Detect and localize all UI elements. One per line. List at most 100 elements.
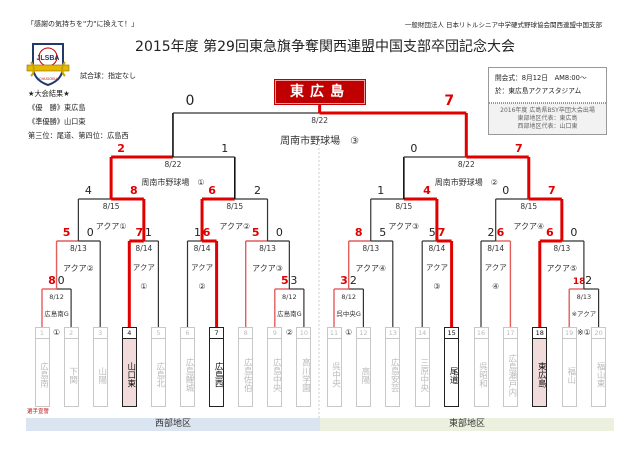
match-score: 5 — [379, 226, 386, 239]
results-champion: 《優 勝》東広島 — [28, 103, 86, 112]
team-name: 広島北 — [154, 362, 165, 388]
match-date: 8/13 — [259, 244, 276, 253]
match-venue: ② — [286, 328, 293, 337]
match-venue: ① — [140, 282, 147, 291]
team-slot: 17 広島瀬戸内 — [502, 327, 518, 407]
match-score: 7 — [515, 142, 523, 155]
match-score: 7 — [444, 93, 454, 109]
match-venue: アクア④ — [513, 222, 544, 231]
match-score: 6 — [203, 226, 211, 239]
team-name: 広島安芸 — [389, 358, 400, 392]
results-third-fourth: 第三位：尾道、第四位：広島西 — [28, 131, 129, 140]
team-number: 20 — [592, 328, 606, 339]
team-name: 呉中央 — [330, 362, 341, 388]
team-name: 呉昭和 — [477, 362, 488, 388]
team-name: 山口東 — [125, 362, 136, 388]
match-score: 5 — [252, 226, 260, 239]
team-number: 16 — [474, 328, 488, 339]
team-name: 尾道 — [448, 366, 459, 384]
ceremony-venue: 於：東広島アクアスタジアム — [495, 87, 582, 95]
organization-name: 一般財団法人 日本リトルシニア中学硬式野球協会関西連盟中国支部 — [404, 21, 602, 29]
event-info-box: 開会式：8月12日 AM8:00～ 於：東広島アクアスタジアム 2016年度 広… — [488, 67, 607, 135]
team-name: 下関 — [67, 366, 78, 384]
match-score: 7 — [438, 226, 446, 239]
team-name: 広島佐伯 — [242, 358, 253, 392]
match-score: 6 — [208, 184, 216, 197]
match-venue: 周南市野球場 ① — [141, 177, 204, 187]
team-slot: 3 山陽 — [92, 327, 108, 407]
match-venue: アクア — [485, 263, 507, 272]
match-date: 8/22 — [165, 160, 182, 169]
match-venue: ① — [345, 328, 352, 337]
match-date: 8/15 — [103, 202, 120, 211]
match-venue: ① — [53, 328, 60, 337]
match-score: 5 — [63, 226, 71, 239]
results-heading: ★大会結果★ — [28, 89, 70, 98]
match-score: 6 — [546, 226, 554, 239]
match-date: 8/13 — [577, 293, 592, 301]
team-number: 17 — [503, 328, 517, 339]
match-venue: ③ — [433, 282, 440, 291]
team-name: 広島中央 — [271, 358, 282, 392]
team-number: 2 — [64, 328, 78, 339]
team-number: 4 — [122, 328, 136, 339]
team-number: 8 — [239, 328, 253, 339]
ball-note: 試合球：指定なし — [80, 72, 136, 80]
match-venue: 周南市野球場 ③ — [280, 134, 359, 147]
match-date: 8/14 — [135, 244, 152, 253]
match-score: 18 — [573, 277, 586, 287]
team-name: 広島瀬戸内 — [506, 353, 517, 397]
match-venue: 広島南G — [44, 309, 69, 318]
team-slot: 4 山口東 — [121, 327, 137, 407]
match-date: 8/14 — [487, 244, 504, 253]
team-name: 広島鯉城 — [184, 358, 194, 392]
match-score: 7 — [135, 226, 143, 239]
match-date: 8/12 — [49, 293, 64, 301]
team-name: 広島西 — [213, 362, 224, 388]
match-date: 8/12 — [282, 293, 297, 301]
match-score: 2 — [117, 142, 125, 155]
match-venue: アクア — [426, 263, 448, 272]
match-venue: ④ — [492, 282, 499, 291]
association-logo: JLSBA CHUGOKU — [25, 40, 71, 86]
match-score: 2 — [350, 274, 357, 287]
team-slot: 16 呉昭和 — [473, 327, 489, 407]
match-score: 8 — [48, 274, 56, 287]
team-number: 19 — [562, 328, 576, 339]
team-number: 15 — [445, 328, 459, 339]
team-number: 3 — [93, 328, 107, 339]
svg-text:CHUGOKU: CHUGOKU — [39, 77, 57, 81]
team-name: 広島南 — [38, 362, 49, 388]
champion-box: 東広島 — [274, 79, 366, 105]
match-score: 4 — [85, 184, 92, 197]
player-oath-label: 選手宣誓 — [27, 409, 50, 415]
match-score: 3 — [340, 274, 348, 287]
team-name: 高川学園 — [300, 358, 311, 392]
match-date: 8/13 — [362, 244, 379, 253]
results-runner-up: 《準優勝》山口東 — [28, 117, 86, 126]
tagline: 「感謝の気持ちを"力"に換えて！」 — [27, 20, 139, 28]
team-name: 東広島 — [536, 362, 547, 388]
match-venue: アクア② — [219, 222, 250, 231]
qualification-note: 2016年度 広島県BSY卒団大会出場 — [500, 107, 595, 114]
match-score: 5 — [281, 274, 289, 287]
match-venue: アクア④ — [355, 264, 386, 273]
match-score: 8 — [130, 184, 138, 197]
west-representative: 西部地区代表：山口東 — [517, 123, 578, 130]
match-date: 8/14 — [428, 244, 445, 253]
team-name: 山陽 — [96, 366, 107, 384]
team-slot: 8 広島佐伯 — [238, 327, 254, 407]
match-date: 8/22 — [311, 116, 328, 125]
team-number: 12 — [356, 328, 370, 339]
match-score: 2 — [488, 226, 495, 239]
